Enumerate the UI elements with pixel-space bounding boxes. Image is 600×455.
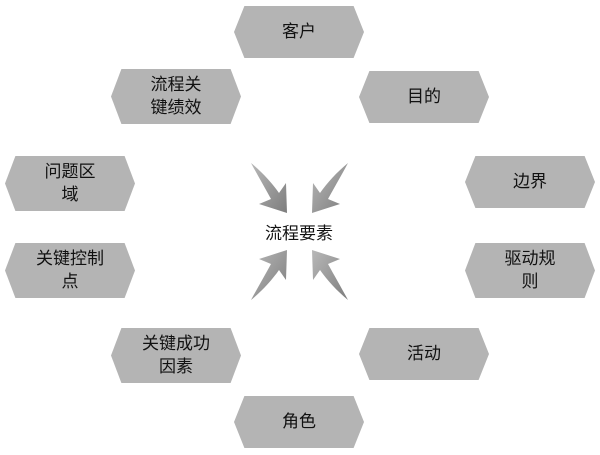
arrow-bottom-right: [312, 250, 348, 300]
node-key-control-points-label: 关键控制点: [36, 248, 104, 292]
node-purpose: 目的: [359, 71, 489, 123]
arrow-bottom-left: [251, 250, 287, 300]
node-boundary: 边界: [465, 156, 595, 208]
node-activity: 活动: [359, 328, 489, 380]
node-boundary-label: 边界: [512, 171, 547, 192]
node-purpose-label: 目的: [406, 86, 441, 107]
arrow-top-right: [312, 163, 348, 213]
node-critical-success-factors-label: 关键成功因素: [142, 333, 210, 377]
node-problem-areas-label: 问题区域: [44, 161, 96, 205]
node-key-control-points: 关键控制点: [5, 243, 135, 298]
node-role: 角色: [234, 396, 364, 448]
node-drive-rules-label: 驱动规则: [504, 248, 556, 292]
node-customer-label: 客户: [281, 21, 316, 42]
node-process-kpi: 流程关键绩效: [111, 69, 241, 124]
node-activity-label: 活动: [406, 343, 441, 364]
node-critical-success-factors: 关键成功因素: [111, 328, 241, 383]
center-label: 流程要素: [265, 224, 333, 244]
node-role-label: 角色: [281, 411, 316, 432]
node-drive-rules: 驱动规则: [465, 243, 595, 298]
node-customer: 客户: [234, 6, 364, 58]
node-process-kpi-label: 流程关键绩效: [150, 74, 202, 118]
arrow-top-left: [251, 163, 287, 213]
node-problem-areas: 问题区域: [5, 156, 135, 211]
